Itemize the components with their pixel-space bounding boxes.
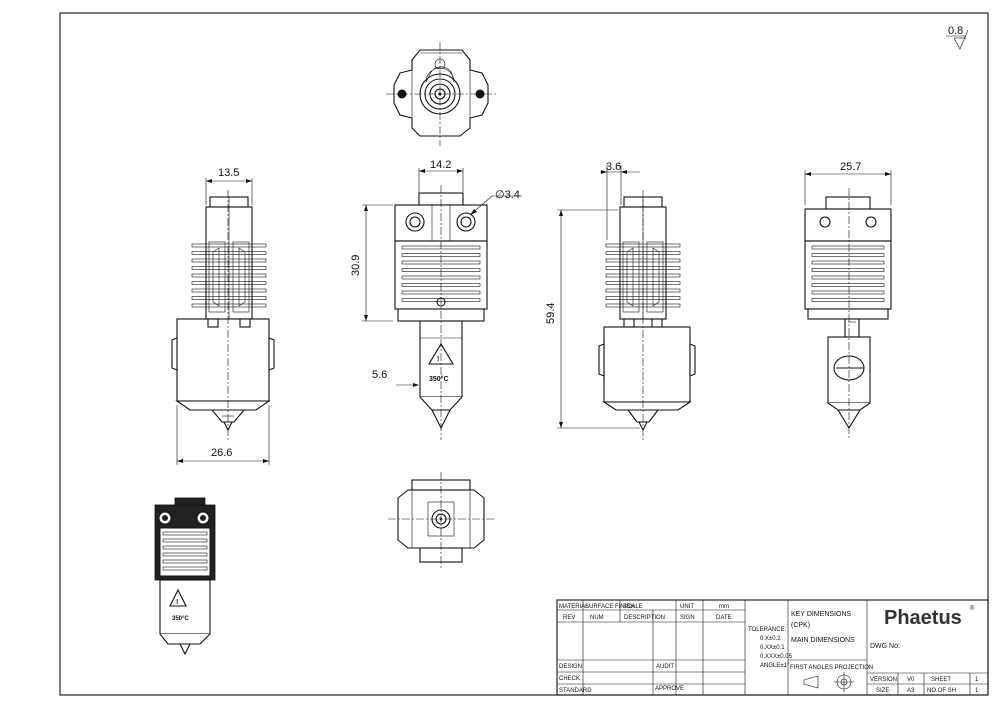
fin bbox=[191, 303, 267, 308]
dim-nozzle-width: 5.6 bbox=[372, 369, 387, 381]
tb-approve: APPROVE bbox=[655, 686, 684, 692]
fin bbox=[191, 273, 267, 278]
tb-material: MATERIAL bbox=[559, 604, 589, 610]
tb-standard: STANDARD bbox=[559, 688, 592, 694]
tb-version: V0 bbox=[907, 677, 915, 683]
roughness-value: 0.8 bbox=[948, 25, 963, 37]
tb-tolerance-title: TOLERANCE: bbox=[748, 627, 787, 633]
isometric-view: ! 350°C bbox=[154, 497, 216, 656]
fin bbox=[191, 288, 267, 293]
dim-overall-height: 59.4 bbox=[545, 303, 557, 324]
tb-tolerance-line: 0.X±0.2 bbox=[760, 636, 781, 642]
tb-check: CHECK bbox=[559, 676, 580, 682]
sheet-border bbox=[59, 12, 989, 696]
iso-temperature-label: 350°C bbox=[172, 616, 189, 622]
tb-num: NUM bbox=[590, 615, 604, 621]
temperature-label: 350°C bbox=[429, 375, 449, 383]
tb-unit-value: mm bbox=[719, 604, 729, 610]
tb-key-note: (CPK) bbox=[791, 622, 810, 629]
heat-sink-fins bbox=[162, 531, 208, 571]
tb-size: A3 bbox=[907, 688, 915, 694]
fin bbox=[191, 258, 267, 263]
tb-size-label: SIZE bbox=[876, 688, 889, 694]
tb-design: DESIGN bbox=[559, 664, 582, 670]
fin bbox=[162, 566, 208, 571]
top-view bbox=[386, 42, 496, 146]
bottom-view bbox=[388, 472, 494, 570]
back-view: 25.7 bbox=[804, 161, 892, 440]
tb-tolerance-line: 0.XX±0.1 bbox=[760, 645, 785, 651]
tb-description: DESCRIPTION bbox=[624, 615, 665, 621]
fin bbox=[811, 260, 885, 265]
tb-sheet: 1 bbox=[975, 677, 979, 683]
tb-version-label: VERSION bbox=[870, 677, 897, 683]
dim-front-width: 14.2 bbox=[430, 159, 451, 171]
fin bbox=[811, 268, 885, 272]
fin bbox=[162, 545, 208, 550]
dim-front-height: 30.9 bbox=[350, 255, 362, 276]
fin bbox=[811, 283, 885, 287]
tb-audit: AUDIT bbox=[656, 664, 674, 670]
dim-back-width: 25.7 bbox=[840, 161, 861, 173]
heat-sink-fins bbox=[191, 243, 267, 308]
fin bbox=[162, 538, 208, 543]
tb-main-dimensions: MAIN DIMENSIONS bbox=[791, 637, 855, 644]
left-side-view: 13.5 26.6 bbox=[171, 167, 275, 465]
dim-left-bottom-width: 26.6 bbox=[211, 447, 232, 459]
fin bbox=[162, 531, 208, 536]
tb-key-dimensions: KEY DIMENSIONS bbox=[791, 611, 851, 618]
title-block: MATERIAL SURFACE FINISH SCALE UNIT mm RE… bbox=[556, 599, 989, 696]
tb-finish: SURFACE FINISH bbox=[585, 604, 635, 610]
fin bbox=[811, 245, 885, 250]
tb-projection: FIRST ANGLES PROJECTION bbox=[790, 665, 873, 671]
tb-sheet-label: SHEET bbox=[931, 677, 951, 683]
tb-tolerance-line: ANGLE±1° bbox=[760, 663, 790, 669]
tb-sign: SIGN bbox=[680, 615, 695, 621]
fin bbox=[811, 275, 885, 280]
tb-date: DATE bbox=[716, 615, 732, 621]
warning-mark: ! bbox=[176, 599, 178, 606]
tb-rev: REV bbox=[563, 615, 575, 621]
dim-hole-diameter: ∅3.4 bbox=[495, 189, 520, 201]
fin bbox=[811, 290, 885, 295]
brand-name: Phaetus bbox=[884, 607, 962, 629]
fin bbox=[811, 253, 885, 257]
fin bbox=[191, 281, 267, 285]
right-side-view: 59.4 3.6 bbox=[545, 161, 696, 440]
warning-mark: ! bbox=[437, 356, 439, 363]
projection-symbol bbox=[803, 672, 854, 692]
fin bbox=[162, 559, 208, 564]
tb-sheets-label: NO.OF SH bbox=[927, 688, 956, 694]
heat-sink-fins bbox=[811, 245, 885, 302]
fin bbox=[191, 296, 267, 300]
fin bbox=[162, 552, 208, 557]
tb-dwg-no: DWG No: bbox=[870, 643, 900, 650]
dim-left-top-width: 13.5 bbox=[218, 167, 239, 179]
dim-right-offset: 3.6 bbox=[606, 161, 621, 173]
fin bbox=[191, 243, 267, 248]
fin bbox=[191, 266, 267, 270]
front-view: ! 350°C 14.2 ∅3.4 30.9 5.6 bbox=[350, 159, 522, 440]
tb-unit: UNIT bbox=[680, 604, 694, 610]
tb-scale: SCALE bbox=[623, 604, 643, 610]
fin bbox=[191, 251, 267, 255]
tb-tolerance-line: 0.XXX±0.05 bbox=[760, 654, 793, 660]
registered-mark: ® bbox=[970, 605, 975, 612]
fin bbox=[811, 298, 885, 302]
tb-sheets: 1 bbox=[975, 688, 979, 694]
roughness-symbol: 0.8 bbox=[946, 25, 969, 50]
